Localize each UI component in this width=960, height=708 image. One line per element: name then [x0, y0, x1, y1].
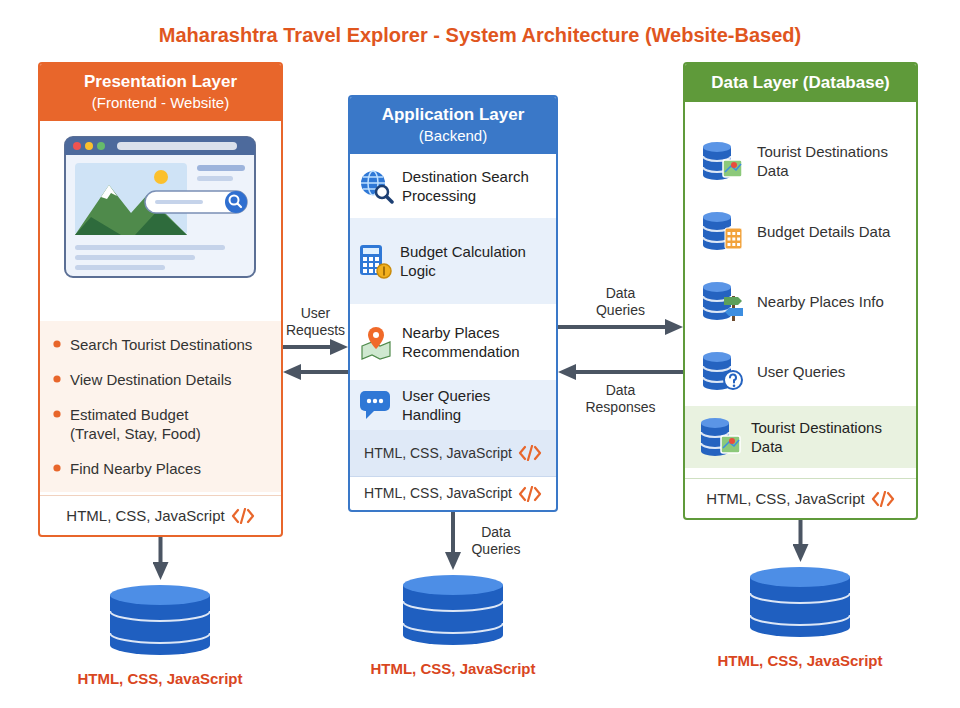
code-icon: [231, 508, 255, 524]
connector-label: User Requests: [285, 305, 347, 339]
connector-arrow: [451, 512, 455, 560]
data-store-label: Nearby Places Info: [685, 266, 916, 336]
bullet-dot: [53, 340, 61, 348]
database-label: HTML, CSS, JavaScript: [370, 659, 535, 678]
database-cylinder: [108, 583, 212, 657]
code-icon: [518, 486, 542, 502]
database-label: HTML, CSS, JavaScript: [717, 651, 882, 670]
module-band: User Queries Handling: [350, 380, 556, 430]
tech-stack: HTML, CSS, JavaScript: [364, 484, 542, 503]
code-icon: [518, 445, 542, 461]
database-node: HTML, CSS, JavaScript: [358, 573, 548, 678]
layer-subheading: (Frontend - Website): [40, 93, 281, 121]
data-store-label: Tourist Destinations Data: [751, 418, 912, 456]
module-label: Nearby Places Recommendation: [402, 323, 552, 361]
globe-icon: [358, 168, 394, 204]
illustration-area: [40, 121, 281, 321]
database-label: HTML, CSS, JavaScript: [77, 669, 242, 688]
layer-panel: Presentation Layer(Frontend - Website) Se…: [38, 62, 283, 537]
module-band: Budget Calculation Logic: [350, 218, 556, 304]
layer-heading: Application Layer: [350, 97, 556, 126]
database-cylinder: [748, 565, 852, 639]
pin-icon: [358, 324, 394, 360]
tech-stack: HTML, CSS, JavaScript: [685, 478, 916, 518]
feature-item: Estimated Budget (Travel, Stay, Food): [40, 397, 281, 451]
connector-arrow: [293, 370, 348, 374]
dbmap-icon: [701, 138, 745, 184]
bullet-dot: [53, 375, 61, 383]
tech-band: HTML, CSS, JavaScript: [350, 476, 556, 510]
layer-panel: Data Layer (Database) Tourist Destination…: [683, 62, 918, 520]
connector-label: Data Queries: [590, 285, 652, 319]
layer-panel: Application Layer(Backend) Destination Se…: [348, 95, 558, 512]
feature-item: Find Nearby Places: [40, 451, 281, 492]
dbq-icon: [701, 348, 745, 394]
connector-arrow: [558, 325, 673, 329]
bullet-dot: [53, 410, 61, 418]
diagram-title: Maharashtra Travel Explorer - System Arc…: [0, 24, 960, 47]
layer-subheading: (Backend): [350, 126, 556, 154]
database-node: HTML, CSS, JavaScript: [65, 583, 255, 688]
data-store-band: Tourist Destinations Data: [685, 406, 916, 468]
tech-band: HTML, CSS, JavaScript: [350, 430, 556, 476]
connector-label: Data Responses: [581, 382, 661, 416]
connector-label: Data Queries: [465, 524, 527, 558]
feature-item: Search Tourist Destinations: [40, 321, 281, 362]
chat-icon: [358, 389, 394, 421]
data-store-label: Budget Details Data: [685, 196, 916, 266]
tech-stack: HTML, CSS, JavaScript: [364, 444, 542, 463]
connector-arrow: [159, 537, 163, 570]
module-band: Destination Search Processing: [350, 154, 556, 218]
data-store-label: User Queries: [685, 336, 916, 406]
module-label: Destination Search Processing: [402, 167, 552, 205]
data-store-label: Tourist Destinations Data: [685, 126, 916, 196]
code-icon: [871, 491, 895, 507]
dbmap-icon: [699, 414, 743, 460]
browser-illustration: [61, 133, 261, 285]
feature-item: View Destination Details: [40, 362, 281, 397]
module-label: Budget Calculation Logic: [400, 242, 552, 280]
connector-arrow: [283, 345, 338, 349]
layer-heading: Data Layer (Database): [685, 64, 916, 102]
bullet-dot: [53, 464, 61, 472]
connector-arrow: [799, 520, 803, 552]
connector-arrow: [568, 370, 683, 374]
dbcalc-icon: [701, 208, 745, 254]
module-label: User Queries Handling: [402, 386, 552, 424]
database-cylinder: [401, 573, 505, 647]
calc-icon: [358, 243, 392, 279]
layer-heading: Presentation Layer: [40, 64, 281, 93]
database-node: HTML, CSS, JavaScript: [705, 565, 895, 670]
tech-stack: HTML, CSS, JavaScript: [40, 495, 281, 535]
dbsign-icon: [701, 278, 745, 324]
module-band: Nearby Places Recommendation: [350, 304, 556, 380]
